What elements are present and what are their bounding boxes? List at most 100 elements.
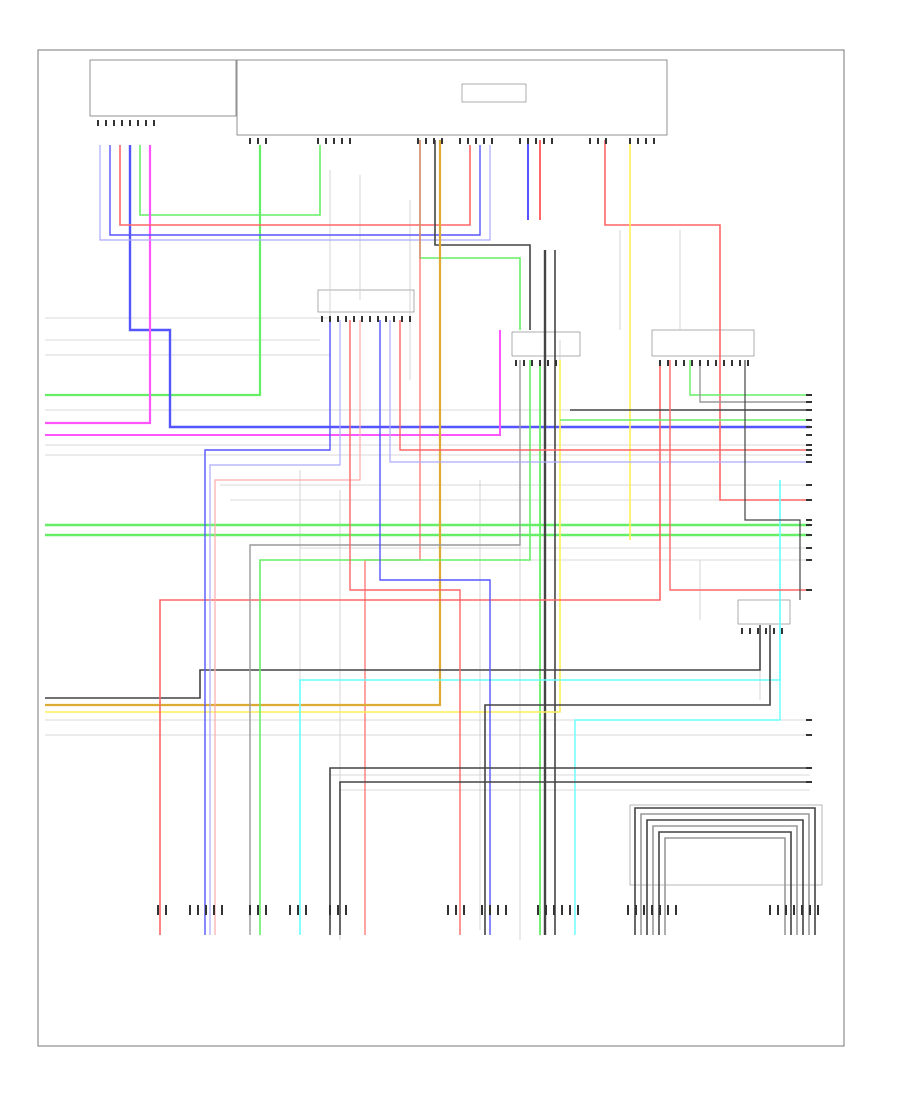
terminal-pin xyxy=(806,499,812,501)
connector-pin xyxy=(773,628,775,634)
connector-pin xyxy=(189,905,191,915)
connector-pin xyxy=(497,905,499,915)
connector-pin xyxy=(769,905,771,915)
wire-48 xyxy=(45,625,761,699)
wire-26 xyxy=(45,145,262,397)
component-box-mid-left xyxy=(317,289,415,313)
wire-67 xyxy=(689,360,810,396)
wire-61 xyxy=(339,781,810,935)
terminal-pin xyxy=(806,534,812,536)
diagram-frame xyxy=(37,49,845,1047)
connector-pin xyxy=(153,120,155,126)
terminal-pin xyxy=(806,719,812,721)
component-box-bottom-right xyxy=(629,804,823,886)
connector-pin xyxy=(137,120,139,126)
connector-pin xyxy=(675,905,677,915)
terminal-pin xyxy=(806,767,812,769)
connector-pin xyxy=(353,316,355,322)
connector-pin xyxy=(643,905,645,915)
wire-27 xyxy=(139,145,321,216)
connector-pin xyxy=(369,316,371,322)
connector-pin xyxy=(785,905,787,915)
component-box-top-main xyxy=(236,59,668,136)
connector-pin xyxy=(659,360,661,366)
wire-36 xyxy=(434,140,531,330)
connector-pin xyxy=(165,905,167,915)
connector-pin xyxy=(447,905,449,915)
connector-pin xyxy=(321,316,323,322)
connector-pin xyxy=(645,138,647,144)
component-box-small-right xyxy=(737,599,791,625)
connector-pin xyxy=(483,138,485,144)
connector-pin xyxy=(793,905,795,915)
connector-pin xyxy=(741,628,743,634)
connector-pin xyxy=(515,360,517,366)
terminal-pin xyxy=(806,734,812,736)
connector-pin xyxy=(781,628,783,634)
connector-pin xyxy=(577,905,579,915)
terminal-pin xyxy=(806,547,812,549)
connector-pin xyxy=(519,138,521,144)
connector-pin xyxy=(317,138,319,144)
terminal-pin xyxy=(806,519,812,521)
wire-56 xyxy=(349,320,461,935)
connector-pin xyxy=(467,138,469,144)
connector-pin xyxy=(637,138,639,144)
connector-pin xyxy=(475,138,477,144)
wire-54 xyxy=(259,360,531,935)
component-box-top-inner xyxy=(461,83,527,103)
connector-pin xyxy=(433,138,435,144)
component-box-mid-right xyxy=(651,329,755,357)
wire-51 xyxy=(204,320,331,935)
connector-pin xyxy=(97,120,99,126)
wire-29 xyxy=(45,145,152,425)
connector-pin xyxy=(329,905,331,915)
connector-pin xyxy=(157,905,159,915)
connector-pin xyxy=(809,905,811,915)
connector-pin xyxy=(699,360,701,366)
connector-pin xyxy=(345,316,347,322)
connector-pin xyxy=(121,120,123,126)
connector-pin xyxy=(257,905,259,915)
wire-60 xyxy=(329,767,810,935)
wire-30 xyxy=(45,330,501,436)
connector-pin xyxy=(555,360,557,366)
connector-pin xyxy=(569,905,571,915)
wire-40 xyxy=(604,140,810,501)
wire-55 xyxy=(249,360,521,935)
connector-pin xyxy=(249,905,251,915)
connector-pin xyxy=(605,138,607,144)
connector-pin xyxy=(589,138,591,144)
connector-pin xyxy=(731,360,733,366)
connector-pin xyxy=(289,905,291,915)
connector-pin xyxy=(377,316,379,322)
terminal-pin xyxy=(806,524,812,526)
wire-53 xyxy=(214,320,361,935)
connector-pin xyxy=(337,905,339,915)
connector-pin xyxy=(739,360,741,366)
terminal-pin xyxy=(806,781,812,783)
wire-64 xyxy=(399,320,810,451)
connector-pin xyxy=(817,905,819,915)
connector-pin xyxy=(385,316,387,322)
terminal-pin xyxy=(806,461,812,463)
connector-pin xyxy=(545,905,547,915)
connector-pin xyxy=(463,905,465,915)
connector-pin xyxy=(349,138,351,144)
connector-pin xyxy=(305,905,307,915)
wire-57 xyxy=(379,320,491,935)
connector-pin xyxy=(715,360,717,366)
terminal-pin xyxy=(806,559,812,561)
connector-pin xyxy=(659,905,661,915)
connector-pin xyxy=(337,316,339,322)
terminal-pin xyxy=(806,394,812,396)
connector-pin xyxy=(491,138,493,144)
connector-pin xyxy=(543,138,545,144)
wire-52 xyxy=(209,320,341,935)
component-box-top-left xyxy=(89,59,237,117)
connector-pin xyxy=(257,138,259,144)
connector-pin xyxy=(113,120,115,126)
connector-pin xyxy=(747,360,749,366)
connector-pin xyxy=(675,360,677,366)
